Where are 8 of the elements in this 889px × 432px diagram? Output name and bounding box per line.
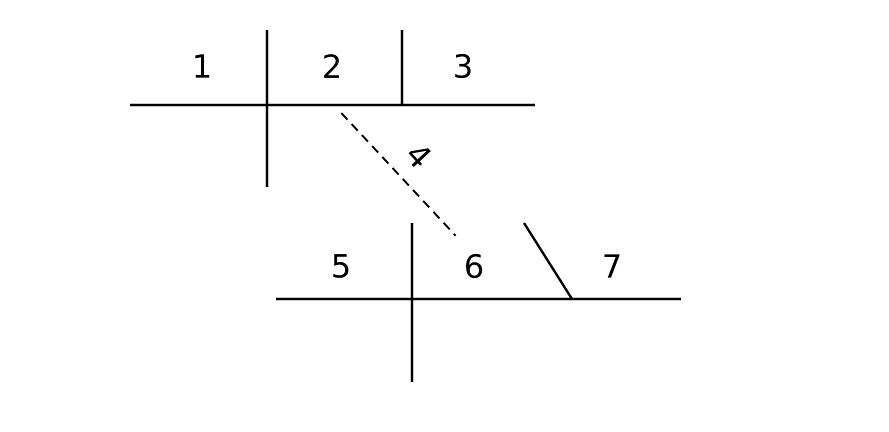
number-label: 6 [466,254,482,278]
dashed-line [340,112,456,236]
number-label: 5 [333,254,348,278]
number-label: 2 [324,54,339,78]
edge-label: 4 [402,138,436,172]
number-label: 3 [455,54,471,78]
number-label: 1 [195,54,210,78]
number-label: 7 [604,254,620,278]
